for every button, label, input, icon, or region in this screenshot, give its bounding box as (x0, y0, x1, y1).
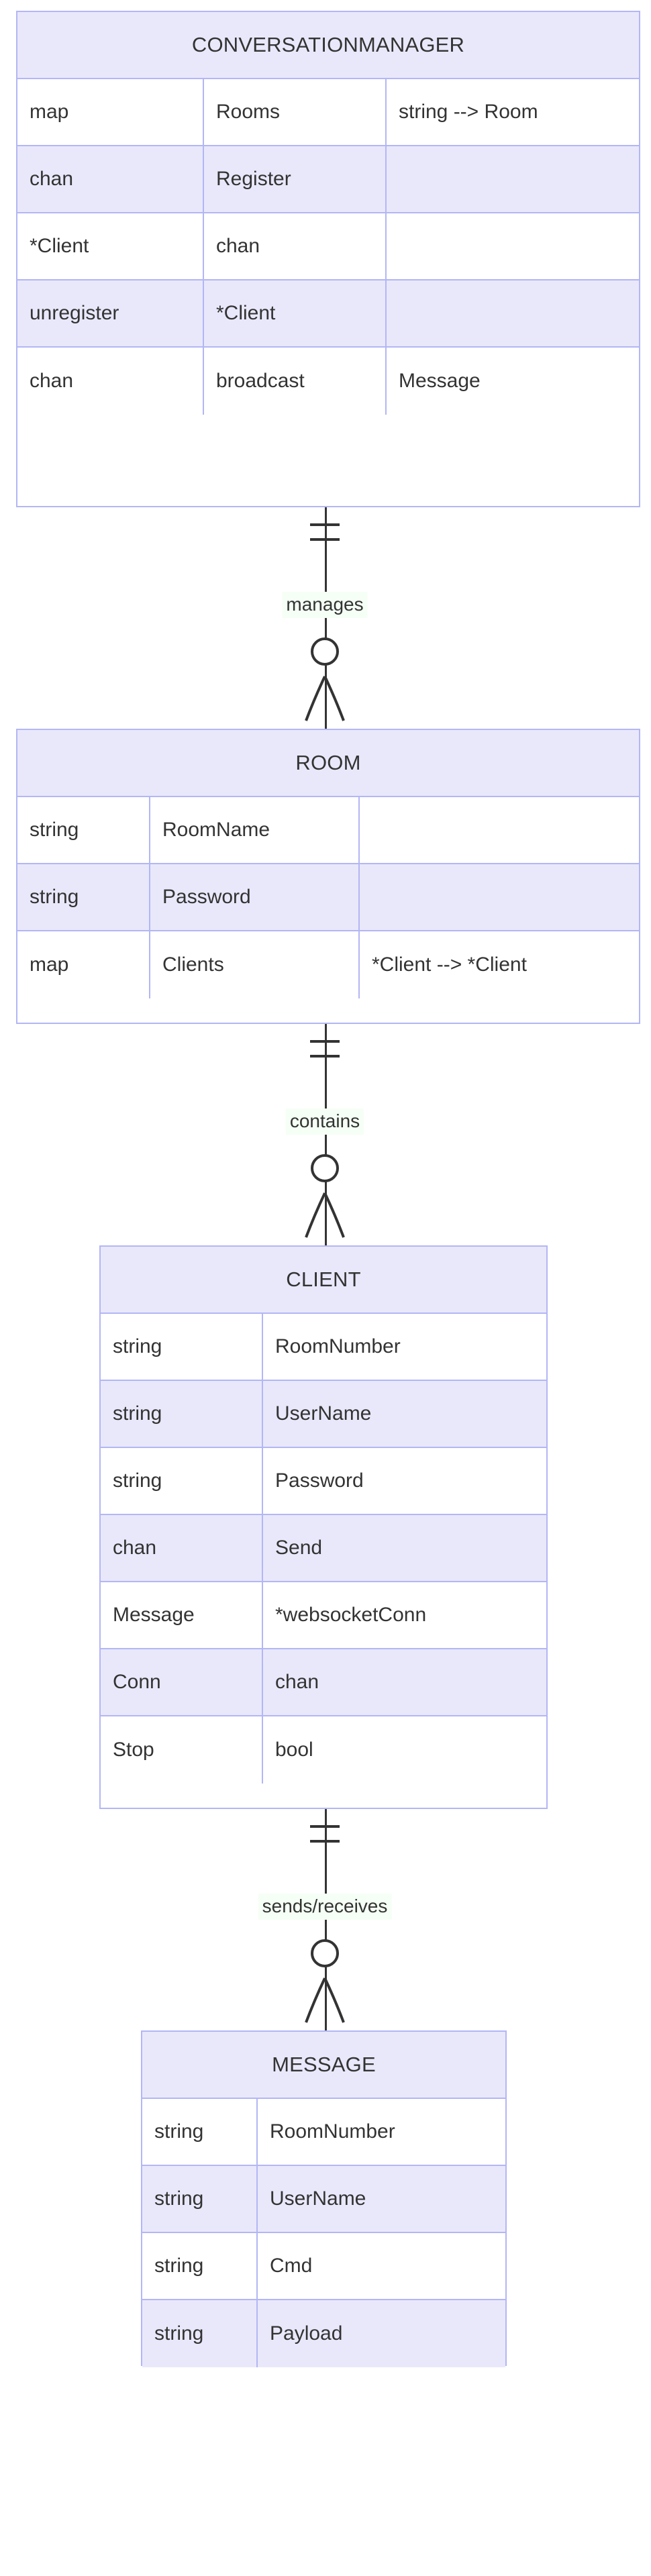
entity-title: ROOM (17, 730, 639, 797)
attribute-type: string (17, 864, 150, 930)
attribute-row: chan Register (17, 146, 639, 213)
attribute-type: unregister (17, 280, 204, 346)
entity-title: CLIENT (101, 1247, 546, 1314)
attribute-row: string UserName (142, 2166, 505, 2233)
crowsfoot-notation (305, 523, 345, 721)
attribute-type: chan (17, 348, 204, 415)
attribute-type: map (17, 931, 150, 998)
attribute-name: Payload (270, 2322, 343, 2345)
attribute-type: string (101, 1448, 263, 1514)
attribute-name: Cmd (270, 2255, 313, 2277)
entity-message[interactable]: MESSAGE string RoomNumber string UserNam… (141, 2030, 507, 2367)
attribute-row: string RoomName (17, 797, 639, 864)
attribute-name: broadcast (204, 348, 387, 415)
attribute-row: string Password (101, 1448, 546, 1515)
attribute-type: string (101, 1381, 263, 1447)
attribute-name: Clients (150, 931, 360, 998)
attribute-row: Stop bool (101, 1716, 546, 1784)
relationship-line (325, 507, 327, 729)
attribute-type: Conn (101, 1649, 263, 1715)
attribute-row: *Client chan (17, 213, 639, 280)
attribute-row: chan Send (101, 1515, 546, 1582)
attribute-comment (360, 797, 639, 863)
attribute-name: *Client (204, 280, 387, 346)
attribute-name: Rooms (204, 79, 387, 145)
attribute-name: Password (150, 864, 360, 930)
attribute-type: *Client (17, 213, 204, 279)
crowsfoot-notation (305, 1825, 345, 2023)
attribute-comment (387, 280, 639, 346)
attribute-comment: *Client --> *Client (372, 954, 527, 976)
relationship-label: sends/receives (258, 1894, 392, 1920)
attribute-type: string (142, 2300, 258, 2367)
attribute-type: chan (101, 1515, 263, 1581)
attribute-row: string RoomNumber (142, 2099, 505, 2166)
attribute-row: unregister *Client (17, 280, 639, 348)
relationship-line (325, 1809, 327, 2030)
attribute-row: string UserName (101, 1381, 546, 1448)
attribute-row: string Password (17, 864, 639, 931)
attribute-name: bool (275, 1739, 313, 1761)
attribute-name: RoomName (150, 797, 360, 863)
attribute-name: Send (275, 1537, 323, 1559)
attribute-type: Message (101, 1582, 263, 1648)
attribute-row: chan broadcast Message (17, 348, 639, 415)
attribute-name: UserName (275, 1402, 372, 1425)
entity-title: MESSAGE (142, 2032, 505, 2099)
attribute-row: string Cmd (142, 2233, 505, 2300)
attribute-comment (360, 864, 639, 930)
attribute-type: string (142, 2233, 258, 2299)
attribute-row: Conn chan (101, 1649, 546, 1716)
attribute-type: string (101, 1314, 263, 1380)
attribute-row: map Clients *Client --> *Client (17, 931, 639, 998)
attribute-name: RoomNumber (275, 1335, 401, 1357)
attribute-name: *websocketConn (275, 1604, 427, 1626)
crowsfoot-notation (305, 1040, 345, 1238)
attribute-name: chan (275, 1671, 319, 1693)
attribute-row: string RoomNumber (101, 1314, 546, 1381)
attribute-name: chan (204, 213, 387, 279)
relationship-label: contains (285, 1109, 364, 1135)
relationship-line (325, 1024, 327, 1245)
attribute-type: chan (17, 146, 204, 212)
attribute-comment (387, 213, 639, 279)
attribute-name: Register (204, 146, 387, 212)
attribute-comment: Message (399, 370, 481, 392)
attribute-comment: string --> Room (399, 101, 538, 123)
attribute-name: Password (275, 1470, 364, 1492)
attribute-row: Message *websocketConn (101, 1582, 546, 1649)
attribute-type: string (142, 2099, 258, 2165)
entity-room[interactable]: ROOM string RoomName string Password map… (16, 729, 640, 1024)
attribute-type: string (17, 797, 150, 863)
attribute-comment (387, 146, 639, 212)
attribute-type: string (142, 2166, 258, 2232)
attribute-name: UserName (270, 2187, 366, 2210)
entity-conversationmanager[interactable]: CONVERSATIONMANAGER map Rooms string -->… (16, 11, 640, 507)
attribute-name: RoomNumber (270, 2120, 395, 2143)
entity-title: CONVERSATIONMANAGER (17, 12, 639, 79)
relationship-label: manages (282, 592, 368, 618)
entity-client[interactable]: CLIENT string RoomNumber string UserName… (99, 1245, 548, 1809)
attribute-type: map (17, 79, 204, 145)
attribute-row: string Payload (142, 2300, 505, 2367)
attribute-type: Stop (101, 1716, 263, 1784)
attribute-row: map Rooms string --> Room (17, 79, 639, 146)
